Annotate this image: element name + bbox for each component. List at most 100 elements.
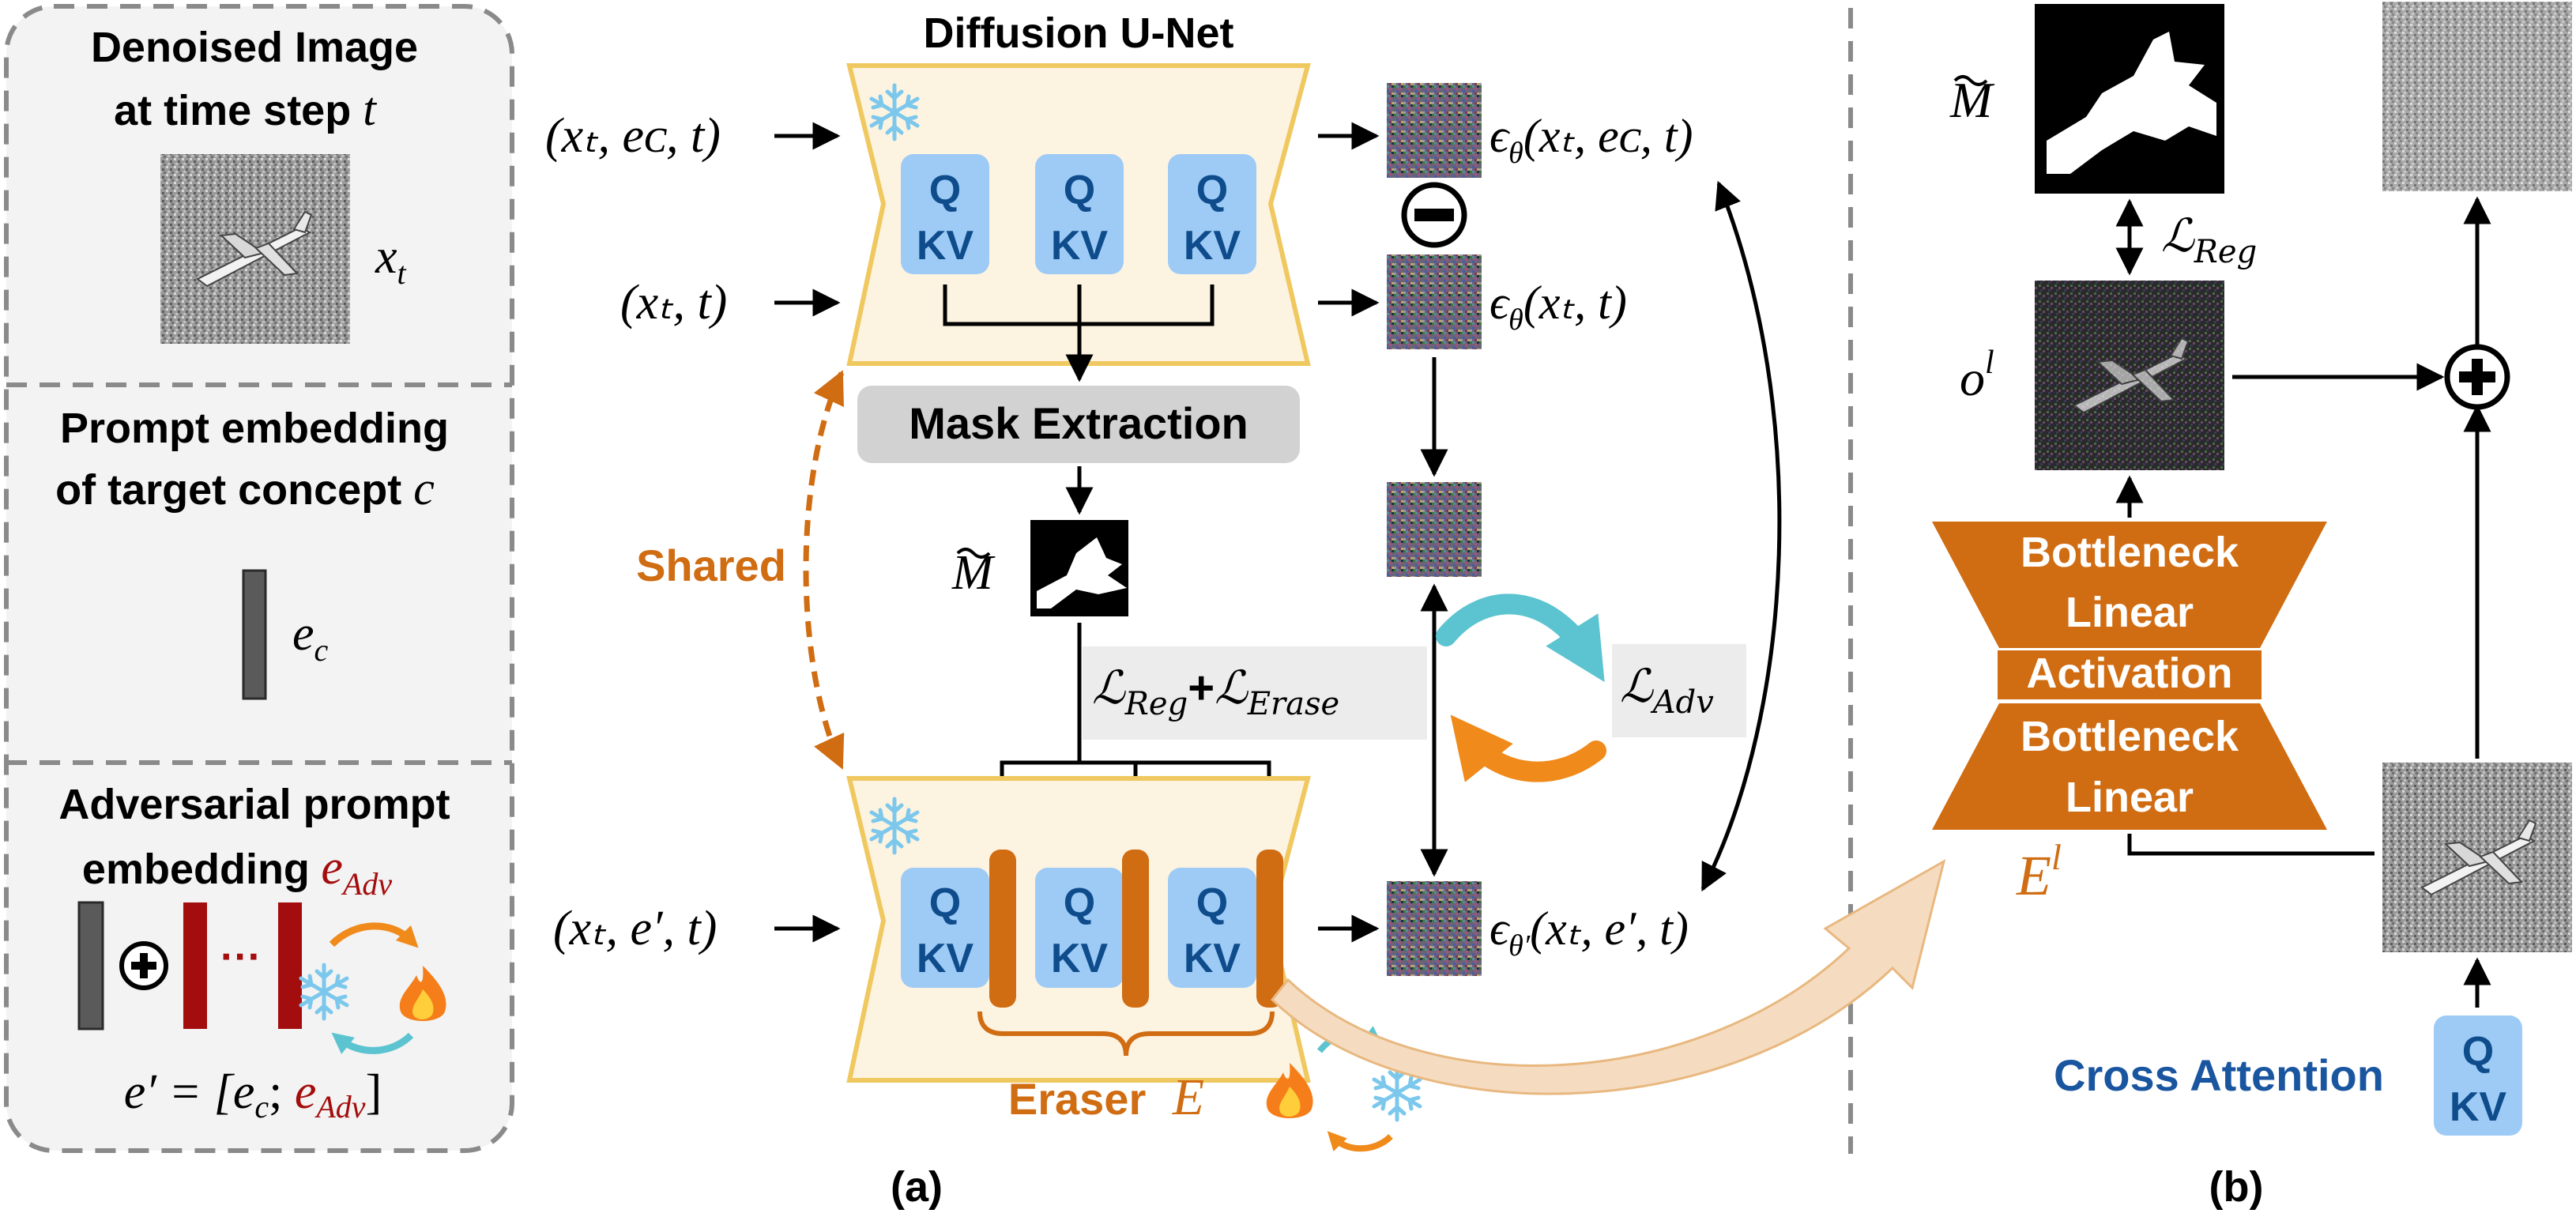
svg-text:embedding eAdv: embedding eAdv (82, 841, 392, 902)
shared-label: Shared (636, 541, 786, 590)
adv-cycle-arrow-bottom (1450, 714, 1606, 782)
activation-layer (1998, 650, 2262, 699)
add-icon (2444, 344, 2510, 410)
noisy-airplane-image (160, 154, 350, 344)
minus-icon (1401, 182, 1467, 248)
input-xt-t: (xₜ, t) (620, 276, 727, 330)
zoom-arrow (1270, 858, 1946, 1095)
noise-pred-cond (1387, 83, 1482, 178)
mask-image-small (1030, 520, 1128, 616)
svg-text:Q: Q (2462, 1029, 2494, 1075)
adv-token-bar-1 (183, 902, 207, 1029)
denoised-image-title: Denoised Image (91, 24, 418, 71)
svg-text:KV: KV (1051, 936, 1109, 982)
shared-arrow (803, 370, 845, 770)
cross-attention-qkv-block: Q KV (2434, 1015, 2522, 1136)
panel-b: M ℒReg ol Bottleneck Linear Activation B… (1932, 2, 2572, 1211)
top-qkv-block-2: Q KV (1035, 154, 1124, 274)
cycle-arrow-bottom (331, 1032, 414, 1054)
svg-text:KV: KV (2450, 1084, 2507, 1130)
svg-text:Q: Q (1064, 880, 1095, 926)
activation-label: Activation (2026, 650, 2232, 697)
mask-extraction-label: Mask Extraction (909, 398, 1248, 448)
cross-attention-label: Cross Attention (2054, 1050, 2384, 1100)
time-step-var: t (363, 83, 377, 135)
svg-text:Q: Q (1064, 168, 1095, 213)
svg-text:Q: Q (1196, 168, 1228, 213)
panel-a: Diffusion U-Net Q KV Q KV Q KV Mask Extr… (545, 9, 1782, 1211)
ec-label: ec (292, 607, 329, 668)
adv-loss-box (1612, 644, 1746, 737)
adversarial-prompt-title: Adversarial prompt (58, 781, 450, 828)
adv-token-bar-2 (278, 902, 302, 1029)
unet-title: Diffusion U-Net (924, 9, 1234, 57)
concat-plus-icon (119, 941, 168, 990)
noise-pred-erased (1387, 881, 1482, 976)
eraser-label: Eraser (1008, 1074, 1146, 1124)
embedding-label: embedding (82, 846, 310, 893)
final-output-image (2382, 2, 2572, 191)
mask-image-large (2035, 4, 2224, 194)
ec-embedding-bar (242, 569, 267, 700)
e-prime-equation: e′ = [ec; eAdv] (124, 1065, 382, 1125)
bottom-qkv-block-3: Q KV (1168, 868, 1256, 988)
input-xt-ec-t: (xₜ, eᴄ, t) (545, 109, 721, 163)
eraser-adapter-2 (1122, 850, 1149, 1008)
eps-uncond-label: ϵθ(xₜ, t) (1489, 277, 1627, 337)
svg-text:KV: KV (1051, 223, 1109, 269)
eps-cond-label: ϵθ(xₜ, eᴄ, t) (1489, 110, 1693, 170)
svg-text:Q: Q (929, 880, 961, 926)
svg-text:KV: KV (1184, 936, 1241, 982)
ec-bar-concat (77, 901, 104, 1030)
svg-text:of target concept c: of target concept c (55, 462, 435, 514)
ellipsis: ··· (220, 934, 262, 980)
attention-output-image (2382, 763, 2572, 952)
noise-pred-uncond (1387, 254, 1482, 349)
ol-label: ol (1960, 345, 1994, 406)
ol-output-image (2035, 281, 2224, 470)
left-panel: Denoised Image at time step t xt Prompt … (4, 4, 514, 1153)
long-compare-arrow (1700, 180, 1782, 892)
svg-text:KV: KV (917, 223, 974, 269)
bottom-qkv-block-2: Q KV (1035, 868, 1124, 988)
caption-a: (a) (891, 1163, 943, 1211)
reg-loss-label: ℒReg (2161, 209, 2257, 270)
input-xt-eprime-t: (xₜ, e′, t) (553, 902, 717, 955)
svg-text:KV: KV (917, 936, 974, 982)
svg-text:Bottleneck: Bottleneck (2021, 529, 2239, 576)
reg-erase-loss: ℒReg+ℒErase (1092, 661, 1339, 722)
bottleneck-linear-up (1932, 522, 2327, 648)
eraser-adapter-1 (989, 850, 1016, 1008)
eps-erased-label: ϵθ′(xₜ, e′, t) (1489, 902, 1689, 963)
xt-label: xt (375, 230, 407, 291)
time-step-label: at time step (114, 87, 351, 134)
top-qkv-block-3: Q KV (1168, 154, 1256, 274)
svg-text:Bottleneck: Bottleneck (2021, 713, 2239, 760)
eadv-label: e (321, 841, 343, 895)
svg-text:KV: KV (1184, 223, 1241, 269)
cycle-arrow-top (329, 922, 419, 948)
prompt-embedding-title: Prompt embedding (60, 405, 449, 452)
mask-extraction-box (857, 386, 1300, 463)
caption-b: (b) (2209, 1163, 2264, 1211)
eraser-brace (977, 1011, 1275, 1057)
svg-text:Q: Q (1196, 880, 1228, 926)
concept-var: c (413, 462, 435, 514)
el-label: El (2016, 837, 2062, 907)
top-qkv-block-1: Q KV (901, 154, 989, 274)
bottleneck-linear-down (1932, 703, 2327, 830)
adv-loss: ℒAdv (1620, 659, 1714, 721)
eraser-var: E (1172, 1068, 1204, 1126)
svg-text:Eraser E: Eraser E (1008, 1068, 1204, 1126)
reg-erase-loss-box (1083, 646, 1427, 740)
noise-target (1387, 482, 1482, 577)
svg-text:Linear: Linear (2066, 774, 2194, 821)
svg-text:Linear: Linear (2066, 589, 2194, 636)
adv-cycle-arrow-top (1436, 593, 1605, 683)
svg-text:Q: Q (929, 168, 961, 213)
eraser-adapter-3 (1256, 850, 1283, 1008)
svg-text:at time step t: at time step t (114, 83, 377, 135)
bottom-qkv-block-1: Q KV (901, 868, 989, 988)
target-concept-label: of target concept (55, 466, 401, 514)
